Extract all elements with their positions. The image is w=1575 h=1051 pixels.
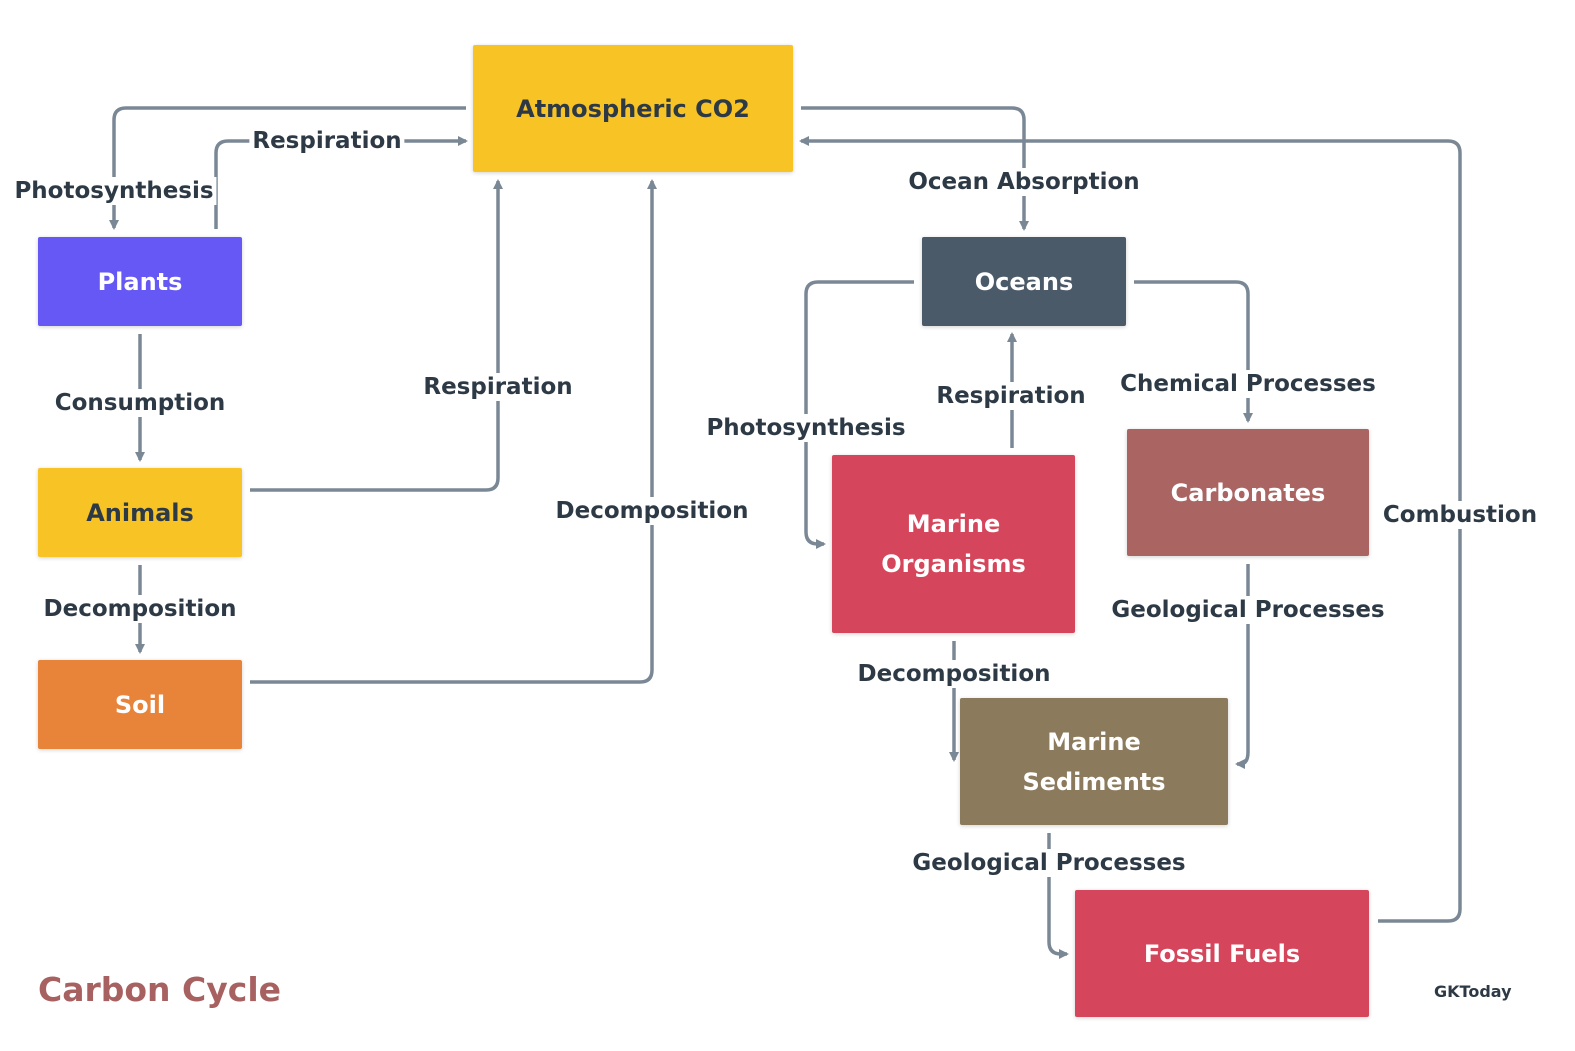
label-geological-processes: Geological Processes [909,849,1189,877]
label-decomposition: Decomposition [854,660,1054,688]
node-marine-organisms: Marine Organisms [832,455,1075,633]
edge-plants-to-co2 [214,136,468,229]
edge-co2-to-oceans [801,106,1029,231]
edge-oceans-to-carbonates [1134,280,1253,423]
edge-co2-to-plants [109,106,466,230]
node-fossil-fuels: Fossil Fuels [1075,890,1369,1017]
edge-sediments-to-fossil [1047,833,1069,959]
label-photosynthesis: Photosynthesis [703,414,909,442]
label-respiration: Respiration [249,127,405,155]
watermark: GKToday [1434,982,1512,1001]
label-photosynthesis: Photosynthesis [11,177,217,205]
edge-fossil-to-co2 [799,136,1462,923]
label-combustion: Combustion [1379,501,1541,529]
label-respiration: Respiration [933,382,1089,410]
label-consumption: Consumption [51,389,229,417]
node-oceans: Oceans [922,237,1126,326]
diagram-title: Carbon Cycle [38,970,282,1009]
label-chemical-processes: Chemical Processes [1117,370,1379,398]
node-marine-sediments: Marine Sediments [960,698,1228,825]
label-decomposition: Decomposition [40,595,240,623]
node-carbonates: Carbonates [1127,429,1369,556]
edge-soil-to-co2 [250,179,657,684]
edge-carbonates-to-sediments [1235,564,1250,769]
label-respiration: Respiration [420,373,576,401]
edge-animals-to-co2 [250,179,503,492]
node-soil: Soil [38,660,242,749]
node-animals: Animals [38,468,242,557]
label-geological-processes: Geological Processes [1108,596,1388,624]
node-plants: Plants [38,237,242,326]
label-decomposition: Decomposition [552,497,752,525]
edge-oceans-to-marine-organisms [804,280,914,549]
node-atmospheric-co2: Atmospheric CO2 [473,45,793,172]
label-ocean-absorption: Ocean Absorption [905,168,1143,196]
